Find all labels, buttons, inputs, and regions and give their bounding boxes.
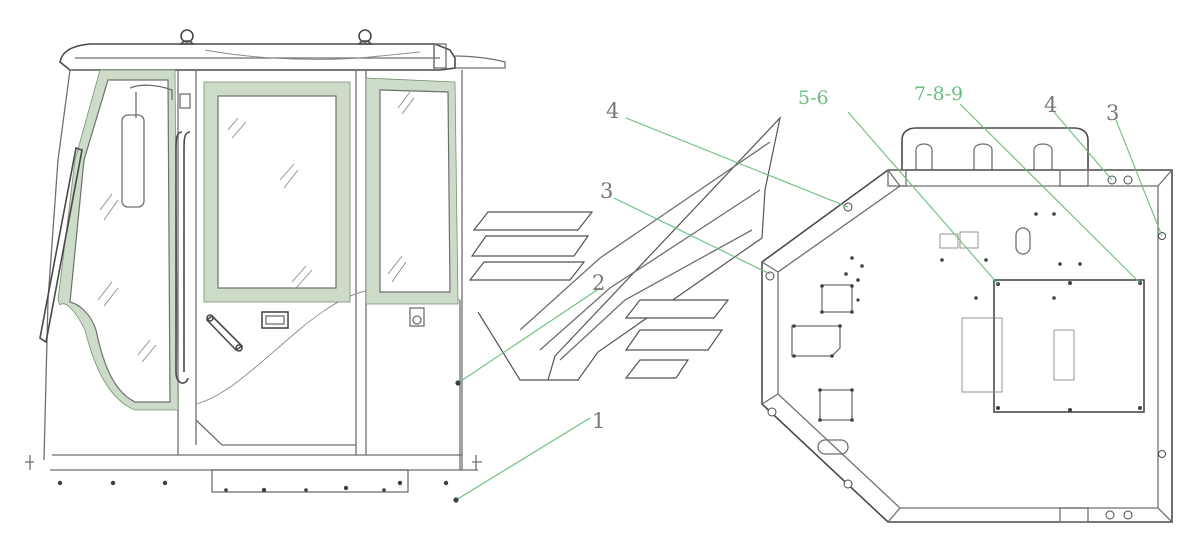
callout-right-5-6: 5-6 bbox=[798, 87, 829, 109]
front-window bbox=[39, 69, 191, 411]
floor-plate-bolts bbox=[765, 175, 1166, 520]
callout-left-2: 2 bbox=[592, 271, 605, 295]
cab-roof bbox=[59, 29, 506, 71]
callout-left-1: 1 bbox=[592, 409, 605, 433]
callout-left-4: 4 bbox=[606, 99, 619, 123]
door-window bbox=[203, 81, 351, 352]
leader-lines bbox=[453, 103, 1163, 503]
cab-bottom-bolts bbox=[57, 480, 449, 493]
callout-right-4: 4 bbox=[1044, 93, 1057, 117]
brand-watermark bbox=[468, 116, 782, 381]
callout-left-3: 3 bbox=[600, 179, 613, 203]
callout-right-3: 3 bbox=[1106, 101, 1119, 125]
floor-plate-plan-view bbox=[761, 127, 1173, 523]
cab-side-view bbox=[25, 29, 506, 493]
callout-right-7-8-9: 7-8-9 bbox=[914, 83, 963, 105]
rear-window bbox=[365, 77, 459, 327]
callout-labels: 4 3 2 1 5-6 7-8-9 4 3 bbox=[592, 83, 1119, 433]
